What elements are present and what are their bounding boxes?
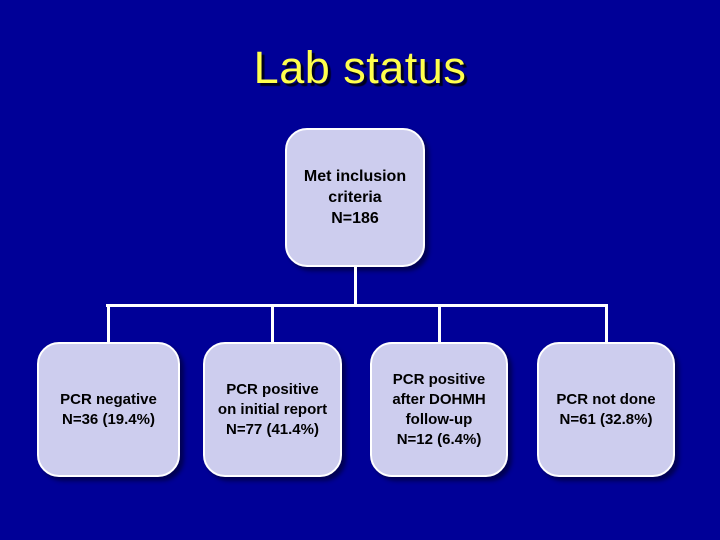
flowchart-box-pcr-positive-initial-report-text: PCR positive on initial report N=77 (41.… [217, 380, 328, 438]
connector-drop-pcr-positive-followup [437, 304, 441, 343]
flowchart-box-met-inclusion-criteria: Met inclusion criteria N=186 [285, 128, 425, 267]
flowchart-box-pcr-not-done-text: PCR not done N=61 (32.8%) [556, 390, 656, 428]
connector-drop-pcr-positive-initial [271, 304, 274, 343]
flowchart-box-pcr-positive-dohmh-followup: PCR positive after DOHMH follow-up N=12 … [370, 342, 508, 477]
flowchart-box-met-inclusion-criteria-text: Met inclusion criteria N=186 [303, 168, 407, 227]
connector-drop-pcr-not-done [604, 304, 608, 343]
flowchart-box-pcr-negative-text: PCR negative N=36 (19.4%) [60, 390, 157, 428]
connector-stem [353, 266, 357, 306]
connector-horizontal-bar [106, 304, 608, 307]
flowchart-box-pcr-negative: PCR negative N=36 (19.4%) [37, 342, 180, 477]
slide-title: Lab status [253, 42, 467, 93]
flowchart-box-pcr-positive-dohmh-followup-text: PCR positive after DOHMH follow-up N=12 … [392, 370, 486, 448]
flowchart-box-pcr-not-done: PCR not done N=61 (32.8%) [537, 342, 675, 477]
connector-drop-pcr-negative [107, 304, 110, 343]
flowchart-box-pcr-positive-initial-report: PCR positive on initial report N=77 (41.… [203, 342, 342, 477]
